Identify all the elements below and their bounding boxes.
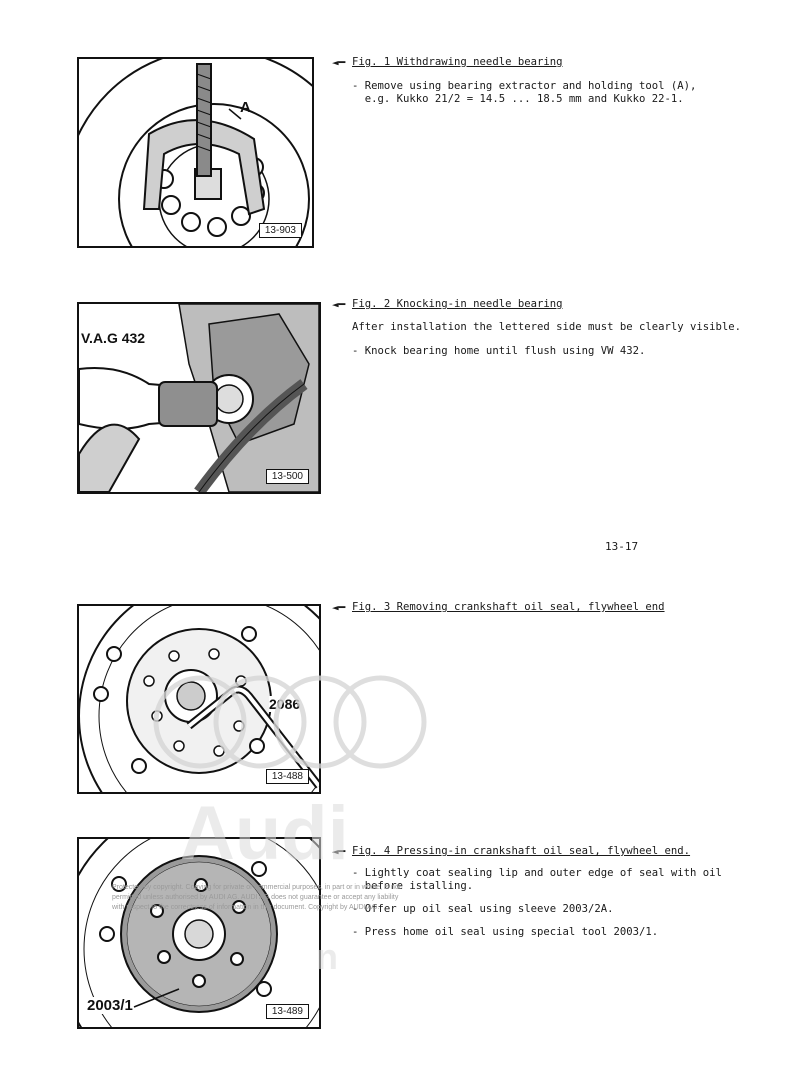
- figure-1-line-1: - Remove using bearing extractor and hol…: [352, 80, 697, 92]
- figure-3-caption: Fig. 3 Removing crankshaft oil seal, fly…: [352, 601, 665, 613]
- arrow-pointer-icon: ◄━: [332, 601, 346, 614]
- knocking-in-drawing: [79, 304, 319, 492]
- watermark-tail: n: [316, 936, 338, 977]
- arrow-pointer-icon: ◄━: [332, 298, 346, 311]
- arrow-pointer-icon: ◄━: [332, 56, 346, 69]
- figure-1-line-2: e.g. Kukko 21/2 = 14.5 ... 18.5 mm and K…: [352, 93, 684, 105]
- figure-4-caption: Fig. 4 Pressing-in crankshaft oil seal, …: [352, 845, 691, 857]
- tool-label-a: A: [240, 99, 251, 116]
- watermark-brand: Audi: [180, 791, 349, 876]
- page-number: 13-17: [605, 540, 639, 553]
- audi-rings-watermark-icon: [153, 675, 427, 769]
- figure-2-image: V.A.G 432 13-500: [77, 302, 321, 494]
- figure-2-caption: Fig. 2 Knocking-in needle bearing: [352, 298, 563, 310]
- figure-4-image: 2003/1 13-489: [77, 837, 321, 1029]
- arrow-pointer-icon: ◄━: [332, 845, 346, 858]
- oil-seal-pressing-drawing: [79, 839, 319, 1027]
- tool-label-2003-1: 2003/1: [87, 997, 133, 1014]
- figure-1-image: A 13-903: [77, 57, 314, 248]
- tool-label-vag432: V.A.G 432: [81, 330, 146, 346]
- copyright-notice: Protected by copyright. Copying for priv…: [112, 884, 401, 911]
- figure-3-tag: 13-488: [265, 769, 309, 784]
- figure-4-line-2: before istalling.: [352, 880, 474, 892]
- figure-4-line-1: - Lightly coat sealing lip and outer edg…: [352, 867, 722, 879]
- figure-4-line-3: - Offer up oil seal using sleeve 2003/2A…: [352, 903, 614, 915]
- figure-4-line-5: - Press home oil seal using special tool…: [352, 926, 659, 938]
- figure-2-tag: 13-500: [265, 469, 309, 484]
- figure-1-caption: Fig. 1 Withdrawing needle bearing: [352, 56, 563, 68]
- bearing-extractor-drawing: [79, 59, 312, 246]
- figure-1-tag: 13-903: [258, 223, 302, 238]
- figure-4-tag: 13-489: [265, 1004, 309, 1019]
- figure-2-line-3: - Knock bearing home until flush using V…: [352, 345, 646, 357]
- figure-2-line-1: After installation the lettered side mus…: [352, 321, 742, 333]
